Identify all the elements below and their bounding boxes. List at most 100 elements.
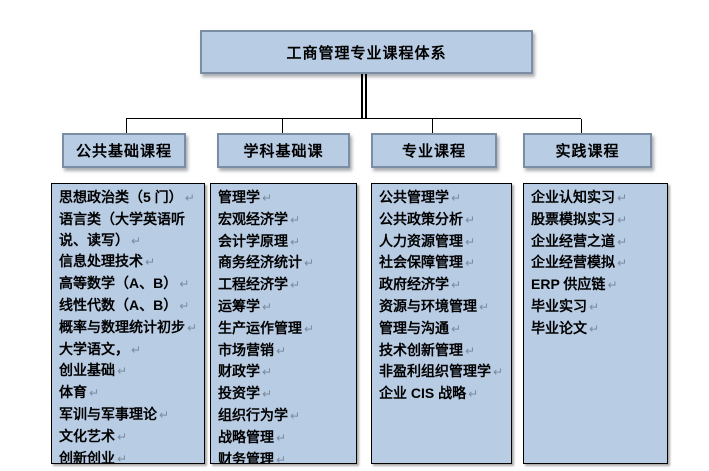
category-node-practice: 实践课程: [523, 133, 652, 168]
course-item-text: 财政学: [218, 363, 260, 380]
return-mark-icon: ↵: [145, 255, 156, 270]
return-mark-icon: ↵: [276, 430, 287, 445]
course-item-text: 高等数学（A、B）: [59, 275, 178, 292]
return-mark-icon: ↵: [117, 451, 128, 464]
course-list-practice: 企业认知实习↵股票模拟实习↵企业经营之道↵企业经营模拟↵ERP 供应链↵毕业实习…: [523, 183, 668, 464]
course-item-text: 信息处理技术: [59, 253, 143, 270]
course-item-text: 组织行为学: [218, 406, 288, 423]
course-item-text: 公共管理学: [379, 189, 449, 205]
return-mark-icon: ↵: [290, 408, 301, 423]
return-mark-icon: ↵: [187, 320, 198, 335]
return-mark-icon: ↵: [262, 365, 273, 380]
course-item: 体育↵: [59, 382, 201, 404]
course-item: 股票模拟实习↵: [531, 209, 664, 231]
return-mark-icon: ↵: [131, 342, 142, 357]
course-item: 组织行为学↵: [218, 405, 353, 427]
root-node-title-box: 工商管理专业课程体系: [200, 30, 533, 74]
return-mark-icon: ↵: [607, 278, 618, 293]
return-mark-icon: ↵: [617, 234, 628, 249]
course-list-professional: 公共管理学↵公共政策分析↵人力资源管理↵社会保障管理↵政府经济学↵资源与环境管理…: [371, 183, 512, 464]
course-item: 运筹学↵: [218, 296, 353, 318]
course-item-text: 体育: [59, 384, 87, 401]
course-item: 生产运作管理↵: [218, 318, 353, 340]
diagram-title: 工商管理专业课程体系: [286, 44, 447, 62]
course-item: 军训与军事理论↵: [59, 404, 201, 426]
course-item: 文化艺术↵: [59, 426, 201, 448]
course-item-text: 生产运作管理: [218, 319, 302, 336]
course-item: 毕业论文↵: [531, 318, 664, 340]
category-label: 学科基础课: [243, 143, 324, 160]
category-node-discipline-basic: 学科基础课: [217, 133, 350, 168]
course-item: 政府经济学↵: [379, 274, 508, 296]
course-item-text: 财务管理: [218, 450, 274, 464]
course-item-text: 管理学: [218, 189, 260, 205]
course-item-text: 线性代数（A、B）: [59, 296, 178, 313]
course-item-text: 企业经营模拟: [531, 254, 615, 271]
branch-drop-line-2: [282, 119, 283, 133]
return-mark-icon: ↵: [589, 321, 600, 336]
category-node-public-basic: 公共基础课程: [62, 133, 186, 168]
return-mark-icon: ↵: [493, 365, 504, 380]
course-item-text: 语言类（大学英语听说、读写）: [59, 210, 185, 248]
branch-drop-line-3: [432, 119, 433, 133]
return-mark-icon: ↵: [184, 191, 195, 205]
return-mark-icon: ↵: [465, 256, 476, 271]
course-item: 人力资源管理↵: [379, 231, 508, 253]
course-item: 线性代数（A、B）↵: [59, 295, 201, 317]
course-item: 公共管理学↵: [379, 187, 508, 209]
return-mark-icon: ↵: [262, 387, 273, 402]
root-connector-double-line: [361, 74, 367, 119]
category-label: 实践课程: [555, 143, 620, 160]
course-item: 信息处理技术↵: [59, 251, 201, 273]
return-mark-icon: ↵: [479, 299, 490, 314]
return-mark-icon: ↵: [290, 234, 301, 249]
course-item: 宏观经济学↵: [218, 209, 353, 231]
course-item-text: 毕业实习: [531, 297, 587, 314]
return-mark-icon: ↵: [617, 191, 628, 205]
course-item-text: 会计学原理: [218, 232, 288, 249]
return-mark-icon: ↵: [617, 212, 628, 227]
course-item-text: 人力资源管理: [379, 232, 463, 249]
course-item: 市场营销↵: [218, 340, 353, 362]
course-item-text: 战略管理: [218, 428, 274, 445]
course-item: 企业 CIS 战略↵: [379, 383, 508, 405]
return-mark-icon: ↵: [117, 429, 128, 444]
course-item: 社会保障管理↵: [379, 252, 508, 274]
course-item-text: 公共政策分析: [379, 210, 463, 227]
course-item-text: 社会保障管理: [379, 254, 463, 271]
return-mark-icon: ↵: [290, 212, 301, 227]
course-item: 企业经营模拟↵: [531, 252, 664, 274]
course-item-text: 企业 CIS 战略: [379, 385, 467, 402]
return-mark-icon: ↵: [468, 387, 479, 402]
course-item: 思想政治类（5 门）↵: [59, 187, 201, 209]
course-item-text: 概率与数理统计初步: [59, 318, 185, 335]
course-item-text: 思想政治类（5 门）: [59, 189, 183, 205]
course-item: 资源与环境管理↵: [379, 296, 508, 318]
return-mark-icon: ↵: [617, 256, 628, 271]
course-item: 非盈利组织管理学↵: [379, 361, 508, 383]
course-item: 企业认知实习↵: [531, 187, 664, 209]
course-item-text: 管理与沟通: [379, 319, 449, 336]
return-mark-icon: ↵: [451, 191, 462, 205]
course-item-text: 商务经济统计: [218, 254, 302, 271]
return-mark-icon: ↵: [131, 233, 142, 248]
course-item: 技术创新管理↵: [379, 340, 508, 362]
course-item: 大学语文，↵: [59, 339, 201, 361]
course-item: ERP 供应链↵: [531, 274, 664, 296]
course-item-text: 非盈利组织管理学: [379, 363, 491, 380]
course-item: 管理与沟通↵: [379, 318, 508, 340]
course-item-text: 文化艺术: [59, 427, 115, 444]
return-mark-icon: ↵: [276, 343, 287, 358]
return-mark-icon: ↵: [304, 256, 315, 271]
category-label: 专业课程: [401, 143, 466, 160]
course-item: 管理学↵: [218, 187, 353, 209]
course-item-text: 工程经济学: [218, 276, 288, 293]
course-item: 毕业实习↵: [531, 296, 664, 318]
course-item: 商务经济统计↵: [218, 252, 353, 274]
course-item-text: 企业经营之道: [531, 232, 615, 249]
course-list-discipline-basic: 管理学↵宏观经济学↵会计学原理↵商务经济统计↵工程经济学↵运筹学↵生产运作管理↵…: [210, 183, 357, 464]
course-item: 工程经济学↵: [218, 274, 353, 296]
category-node-professional: 专业课程: [371, 133, 497, 168]
return-mark-icon: ↵: [451, 321, 462, 336]
